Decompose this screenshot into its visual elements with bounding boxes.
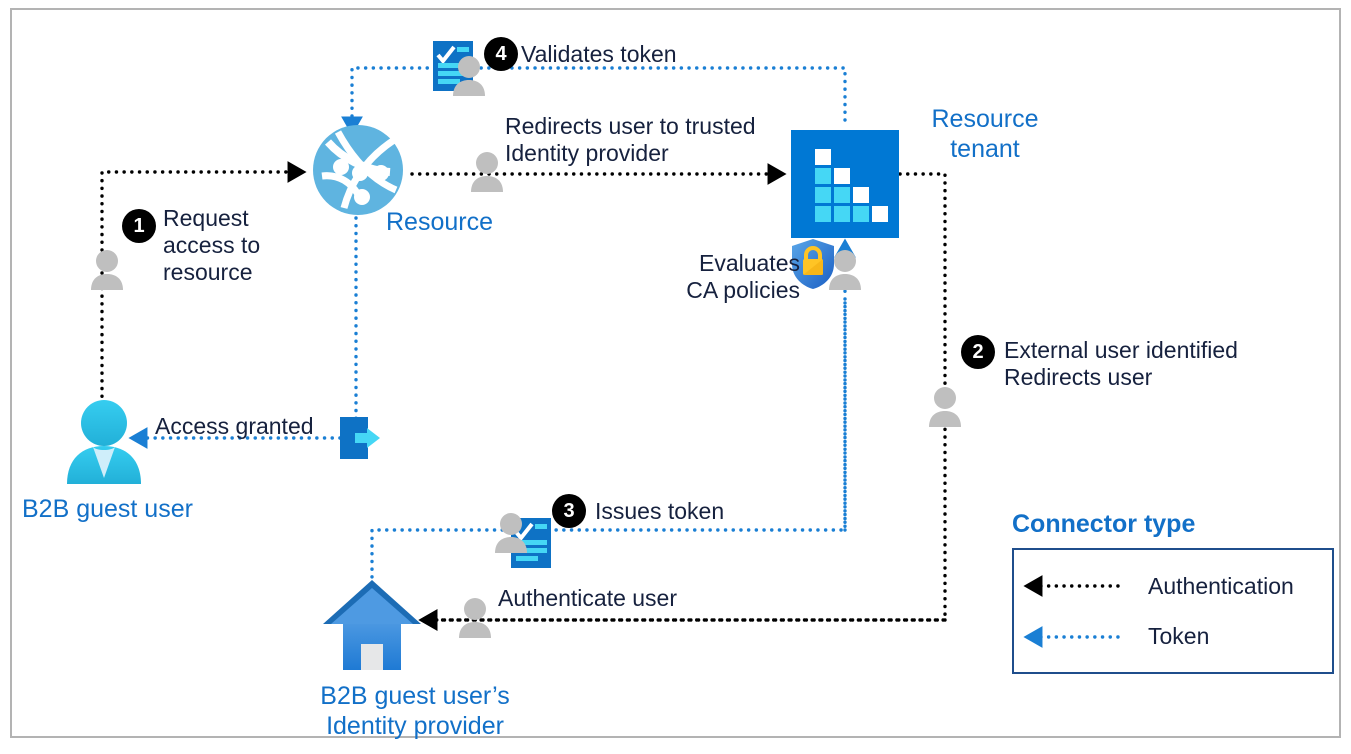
legend-label-authentication: Authentication — [1148, 573, 1294, 599]
step-badge-3: 3 — [552, 494, 586, 528]
globe-network-icon — [308, 120, 408, 220]
annotation-redirect-trusted-idp: Redirects user to trusted Identity provi… — [505, 113, 756, 167]
diagram-frame — [10, 8, 1341, 738]
person-marker-icon-ca-policies — [828, 250, 862, 290]
step-4-label: Validates token — [521, 41, 677, 67]
node-label-resource: Resource — [386, 208, 493, 236]
legend-label-token: Token — [1148, 623, 1210, 649]
node-label-resource-tenant: Resource tenant — [931, 105, 1039, 163]
annotation-authenticate-user: Authenticate user — [498, 585, 678, 611]
person-marker-icon-step2 — [928, 387, 962, 427]
step-2-label: External user identified Redirects user — [1004, 337, 1238, 391]
annotation-access-granted: Access granted — [155, 413, 314, 439]
person-marker-icon-redirect — [470, 152, 504, 192]
person-marker-icon-validate — [452, 56, 486, 96]
sign-in-icon — [337, 415, 383, 461]
legend-box — [1012, 548, 1334, 674]
person-marker-icon-step1 — [90, 250, 124, 290]
shield-lock-icon — [790, 238, 836, 290]
step-3-label: Issues token — [595, 498, 725, 524]
step-badge-2: 2 — [961, 335, 995, 369]
home-icon — [321, 578, 423, 670]
step-1-label: Request access to resource — [163, 205, 261, 286]
user-avatar-icon — [62, 398, 146, 484]
person-marker-icon-authenticate — [458, 598, 492, 638]
step-badge-4: 4 — [484, 37, 518, 71]
annotation-evaluates-ca-policies: Evaluates CA policies — [686, 250, 800, 304]
legend-title: Connector type — [1012, 510, 1196, 538]
step-badge-1: 1 — [122, 209, 156, 243]
node-label-identity-provider: B2B guest user’s Identity provider — [320, 682, 510, 740]
node-label-guest-user: B2B guest user — [22, 495, 193, 523]
person-marker-icon-issue-token — [494, 513, 528, 553]
tenant-grid-icon — [791, 130, 899, 238]
